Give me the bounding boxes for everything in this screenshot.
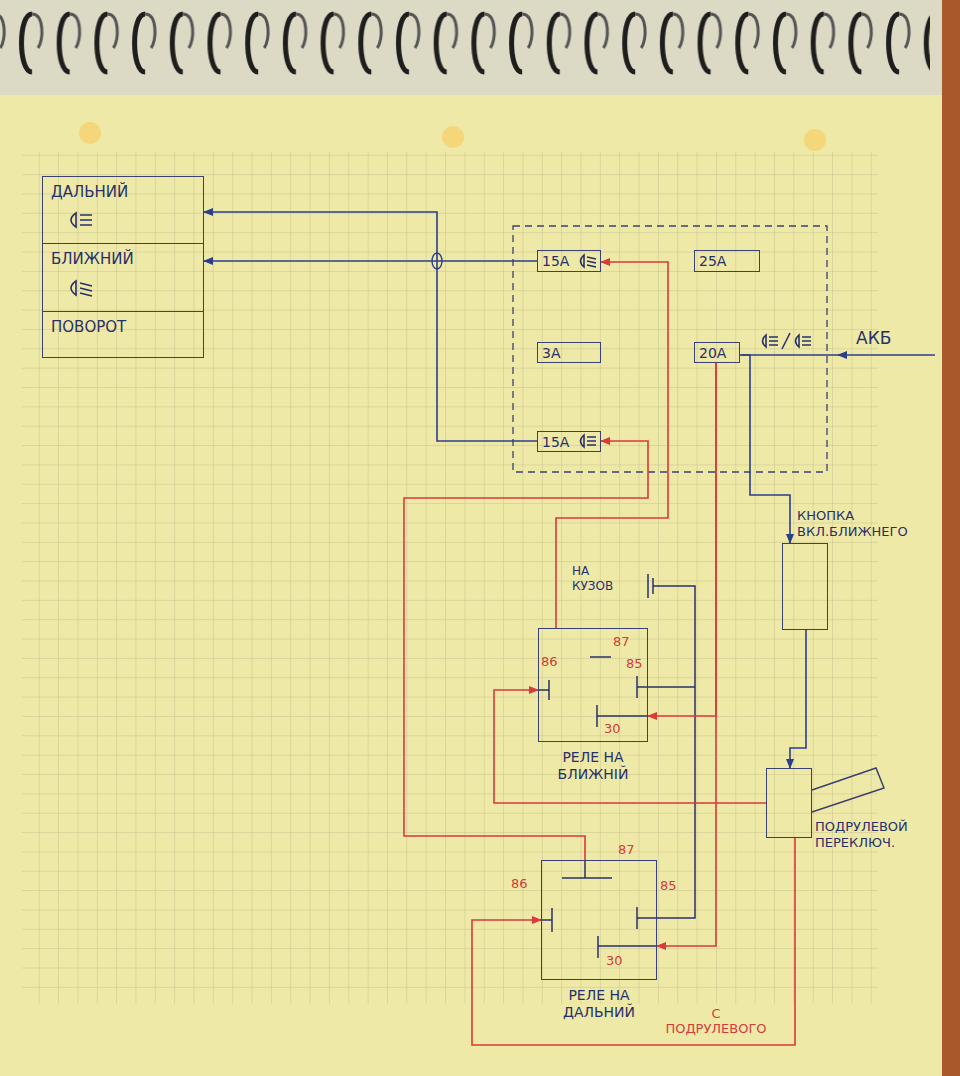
node-label: БЛИЖНИЙ (51, 250, 195, 268)
node-caption: РЕЛЕ НА ДАЛЬНИЙ (543, 987, 655, 1021)
wire (472, 838, 795, 1045)
node-label: ПОВОРОТ (51, 318, 195, 336)
relay-contact (590, 656, 611, 658)
ground-label: НА КУЗОВ (572, 564, 634, 594)
battery-wire (838, 354, 935, 356)
fuse-box: 20A (694, 342, 740, 363)
low-beam-symbol (71, 281, 92, 296)
pin-number: 87 (613, 634, 630, 649)
pin-number: 86 (511, 876, 528, 891)
wire (790, 630, 806, 768)
pin-number: 85 (626, 656, 643, 671)
headlight-cell: БЛИЖНИЙ (42, 244, 204, 312)
table-edge (942, 0, 960, 1076)
relay-box: РЕЛЕ НА ДАЛЬНИЙ (541, 860, 657, 980)
node-label: 25A (699, 253, 726, 269)
pin-number: 30 (604, 721, 621, 736)
ground-wire (648, 686, 695, 688)
node-label: 3A (542, 345, 560, 361)
punch-hole (804, 129, 826, 151)
relay-contact (538, 680, 549, 700)
pin-number: 30 (606, 953, 623, 968)
fuse-box: 15A (537, 250, 601, 272)
fuse-box: 25A (694, 250, 760, 272)
pin-number: 86 (541, 654, 558, 669)
node-label: 20A (699, 345, 726, 361)
spiral-binding (0, 0, 930, 85)
relay-contact (541, 908, 552, 932)
switch-lever (812, 768, 884, 812)
node-label: 15A (542, 434, 569, 450)
slash-mark (782, 333, 790, 349)
wire (204, 260, 537, 262)
wire (648, 363, 716, 716)
wire (494, 690, 766, 803)
headlight-cell: ПОВОРОТ (42, 312, 204, 358)
pin-number: 85 (660, 878, 677, 893)
low-beam-symbol (581, 255, 597, 267)
wire (204, 212, 537, 441)
high-beam-symbol (763, 335, 779, 347)
fuse-box: 15A (537, 431, 601, 452)
punch-hole (79, 122, 101, 144)
relay-box: РЕЛЕ НА БЛИЖНІЙ (538, 628, 648, 742)
headlight-cell: ДАЛЬНИЙ (42, 176, 204, 244)
node-label: 15A (542, 253, 569, 269)
wire (740, 355, 790, 543)
battery-wire (741, 354, 838, 356)
fuse-box: 3A (537, 342, 601, 363)
high-beam-symbol (581, 435, 597, 447)
high-beam-symbol (71, 213, 92, 227)
note-label: С ПОДРУЛЕВОГО (664, 1006, 768, 1036)
node-label: ДАЛЬНИЙ (51, 183, 195, 201)
node-caption: ПОДРУЛЕВОЙ ПЕРЕКЛЮЧ. (815, 819, 945, 851)
ground-symbol (648, 574, 653, 598)
relay-contact (637, 907, 657, 929)
relay-contact (637, 676, 648, 698)
punch-hole (442, 126, 464, 148)
notebook-top (0, 0, 960, 95)
ground-wire (653, 586, 695, 918)
wire (556, 262, 668, 628)
relay-contact (562, 860, 612, 878)
high-beam-symbol (796, 335, 812, 347)
grid (22, 152, 878, 1004)
node-caption: РЕЛЕ НА БЛИЖНІЙ (537, 749, 649, 783)
wire (404, 441, 648, 860)
wire (657, 363, 716, 946)
pin-number: 87 (618, 842, 635, 857)
switch-box: ПОДРУЛЕВОЙ ПЕРЕКЛЮЧ. (766, 768, 812, 838)
node-caption: КНОПКА ВКЛ.БЛИЖНЕГО (797, 508, 937, 540)
battery-label: АКБ (856, 328, 891, 348)
button-box: КНОПКА ВКЛ.БЛИЖНЕГО (782, 543, 828, 630)
fuse-block-outline (513, 226, 827, 472)
